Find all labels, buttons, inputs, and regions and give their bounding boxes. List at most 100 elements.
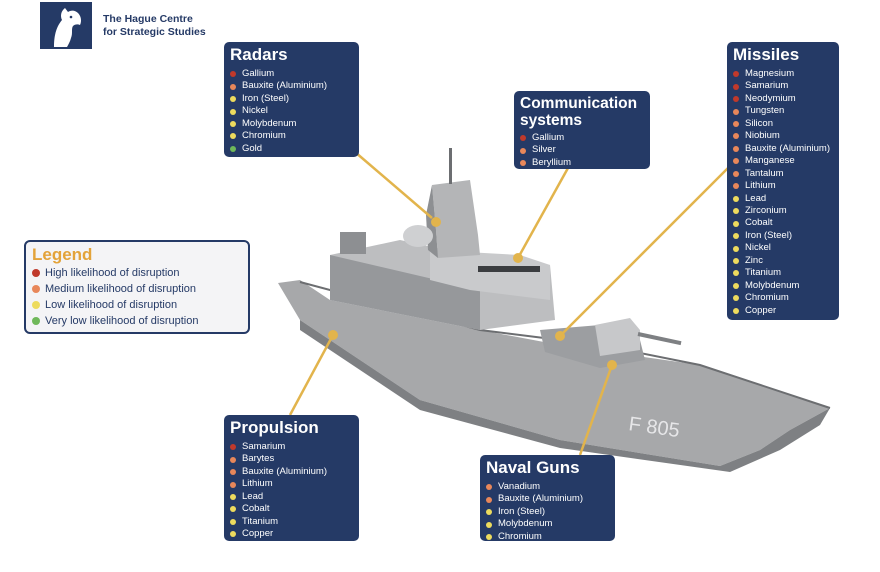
item-label: Magnesium <box>745 68 795 79</box>
propulsion-item: Lithium <box>230 478 353 490</box>
anchor-communication <box>513 253 523 263</box>
item-label: Copper <box>745 304 777 316</box>
radars-item: Bauxite (Aluminium) <box>230 80 353 92</box>
gun-turret <box>595 318 640 356</box>
radars-item: Iron (Steel) <box>230 93 353 105</box>
anchor-naval-guns <box>607 360 617 370</box>
disruption-level-dot-icon <box>230 145 236 152</box>
disruption-level-dot-icon <box>733 71 739 78</box>
disruption-level-dot-icon <box>230 121 236 128</box>
item-label: Lead <box>242 490 264 502</box>
communication-item: Gallium <box>520 132 644 144</box>
connector-radars <box>354 151 433 219</box>
item-label: Bauxite (Aluminium) <box>498 493 583 505</box>
connector-naval-guns <box>578 364 614 456</box>
item-label: Nickel <box>242 105 268 117</box>
legend-item: Low likelihood of disruption <box>32 297 242 313</box>
naval-guns-title: Naval Guns <box>486 458 580 477</box>
item-label: Tantalum <box>745 167 784 179</box>
propulsion-item: Samarium <box>230 441 353 453</box>
item-label: Gold <box>242 142 263 154</box>
disruption-level-dot-icon <box>733 195 739 202</box>
item-label: Chromium <box>242 130 286 142</box>
disruption-level-dot-icon <box>733 295 739 302</box>
disruption-level-dot-icon <box>486 509 492 516</box>
missiles-item: Copper <box>733 305 833 317</box>
item-label: Chromium <box>498 530 542 542</box>
disruption-level-dot-icon <box>230 518 236 525</box>
item-label: Lithium <box>242 478 273 490</box>
item-label: Vanadium <box>498 481 541 492</box>
disruption-level-dot-icon <box>733 233 739 240</box>
item-label: Titanium <box>745 267 782 279</box>
item-label: Molybdenum <box>745 279 800 291</box>
disruption-level-dot-icon <box>733 96 739 103</box>
missiles-item: Nickel <box>733 242 833 254</box>
connector-communication <box>516 167 570 259</box>
missiles-item: Tungsten <box>733 105 833 117</box>
disruption-level-dot-icon <box>733 183 739 190</box>
disruption-level-dot-icon <box>32 317 40 325</box>
mast-pole <box>449 148 452 184</box>
item-label: High likelihood of disruption <box>45 267 180 279</box>
bridge-windows <box>478 266 540 272</box>
missiles-item: Neodymium <box>733 93 833 105</box>
superstructure-side <box>330 255 480 330</box>
missiles-item: Silicon <box>733 118 833 130</box>
radar-mast <box>432 180 480 258</box>
propulsion-title: Propulsion <box>230 418 319 437</box>
legend-item: Very low likelihood of disruption <box>32 313 242 329</box>
propulsion-item: Titanium <box>230 516 353 528</box>
item-label: Copper <box>242 528 274 540</box>
org-name-line1: The Hague Centre <box>103 13 193 25</box>
item-label: Very low likelihood of disruption <box>45 315 199 327</box>
radars-title: Radars <box>230 45 288 64</box>
disruption-level-dot-icon <box>520 147 526 154</box>
disruption-level-dot-icon <box>32 285 40 293</box>
disruption-level-dot-icon <box>733 170 739 177</box>
item-label: Gallium <box>242 68 275 79</box>
gun-barrel <box>637 332 682 346</box>
item-label: Lithium <box>745 180 776 192</box>
missiles-item: Lithium <box>733 180 833 192</box>
naval-guns-item: Molybdenum <box>486 518 609 530</box>
disruption-level-dot-icon <box>230 469 236 476</box>
naval-guns-item: Vanadium <box>486 481 609 493</box>
disruption-level-dot-icon <box>230 108 236 115</box>
item-label: Titanium <box>242 515 279 527</box>
disruption-level-dot-icon <box>230 456 236 463</box>
missiles-title: Missiles <box>733 45 800 64</box>
item-label: Cobalt <box>242 503 270 515</box>
propulsion-item: Lead <box>230 491 353 503</box>
item-label: Molybdenum <box>242 117 297 129</box>
missiles-item: Chromium <box>733 292 833 304</box>
item-label: Beryllium <box>532 156 572 168</box>
disruption-level-dot-icon <box>733 258 739 265</box>
disruption-level-dot-icon <box>486 534 492 541</box>
item-label: Molybdenum <box>498 518 553 530</box>
item-label: Bauxite (Aluminium) <box>242 465 327 477</box>
disruption-level-dot-icon <box>230 506 236 513</box>
organization-name: The Hague Centre for Strategic Studies <box>103 13 206 39</box>
item-label: Zirconium <box>745 204 787 216</box>
disruption-level-dot-icon <box>733 220 739 227</box>
ship-hull-shadow <box>300 320 830 472</box>
item-label: Chromium <box>745 292 789 304</box>
disruption-level-dot-icon <box>733 307 739 314</box>
missiles-item: Lead <box>733 193 833 205</box>
hcss-logo <box>40 2 92 49</box>
disruption-level-dot-icon <box>733 208 739 215</box>
propulsion-item: Bauxite (Aluminium) <box>230 466 353 478</box>
legend-item: Medium likelihood of disruption <box>32 281 242 297</box>
item-label: Iron (Steel) <box>745 229 792 241</box>
disruption-level-dot-icon <box>733 282 739 289</box>
disruption-level-dot-icon <box>733 121 739 128</box>
communication-item: Beryllium <box>520 157 644 169</box>
missiles-item: Manganese <box>733 155 833 167</box>
aft-structure <box>340 232 366 254</box>
